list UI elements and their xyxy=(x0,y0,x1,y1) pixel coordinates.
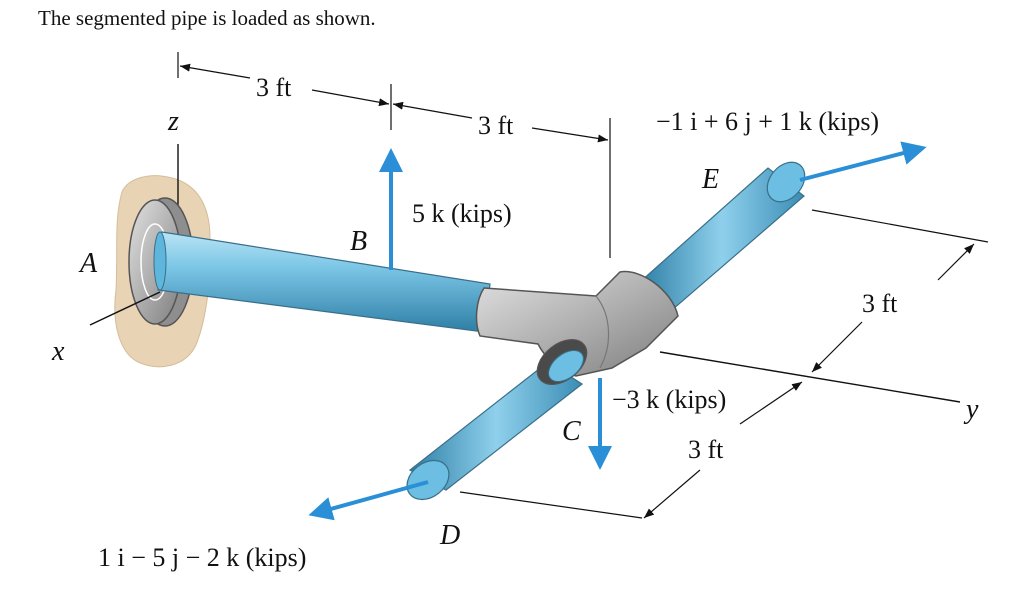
axis-label-z: z xyxy=(167,106,179,137)
force-label-c: −3 k (kips) xyxy=(612,385,726,414)
dim-label-tee-e: 3 ft xyxy=(862,289,898,318)
point-label-a: A xyxy=(78,248,98,279)
dim-line-btee-right xyxy=(531,127,609,143)
point-label-c: C xyxy=(562,416,581,447)
dim-line-d-lower xyxy=(643,469,701,519)
force-label-d: 1 i − 5 j − 2 k (kips) xyxy=(98,543,306,572)
force-arrow-d xyxy=(308,480,429,521)
dim-ext-d xyxy=(459,491,643,519)
dim-line-d-upper xyxy=(739,381,803,425)
pipe-end-d xyxy=(406,459,450,501)
force-label-e: −1 i + 6 j + 1 k (kips) xyxy=(656,107,879,136)
axis-label-x: x xyxy=(51,336,65,367)
dim-line-e-upper xyxy=(937,243,975,281)
point-label-e: E xyxy=(701,164,719,195)
dim-label-b-tee: 3 ft xyxy=(478,111,514,140)
point-label-d: D xyxy=(439,520,460,551)
dim-ext-e xyxy=(811,209,989,243)
axis-label-y: y xyxy=(963,394,979,425)
dim-line-e-lower xyxy=(811,321,863,373)
pipe-collar-c xyxy=(548,349,584,383)
dim-label-c-d: 3 ft xyxy=(688,435,724,464)
dim-line-btee-left xyxy=(392,101,473,119)
y-axis-line xyxy=(659,351,961,403)
force-label-b: 5 k (kips) xyxy=(412,199,512,228)
pipe-end-a xyxy=(153,231,167,291)
force-arrow-e xyxy=(799,141,927,182)
dim-label-ab: 3 ft xyxy=(256,73,292,102)
point-label-b: B xyxy=(350,226,367,257)
x-axis-line xyxy=(89,291,161,326)
dim-line-ab-right xyxy=(311,89,390,107)
pipe-segment-ab xyxy=(157,231,491,333)
pipe-end-e xyxy=(766,161,806,203)
problem-statement: The segmented pipe is loaded as shown. xyxy=(38,6,376,30)
dim-line-ab-left xyxy=(179,63,251,79)
tee-fitting-highlight xyxy=(595,295,610,369)
